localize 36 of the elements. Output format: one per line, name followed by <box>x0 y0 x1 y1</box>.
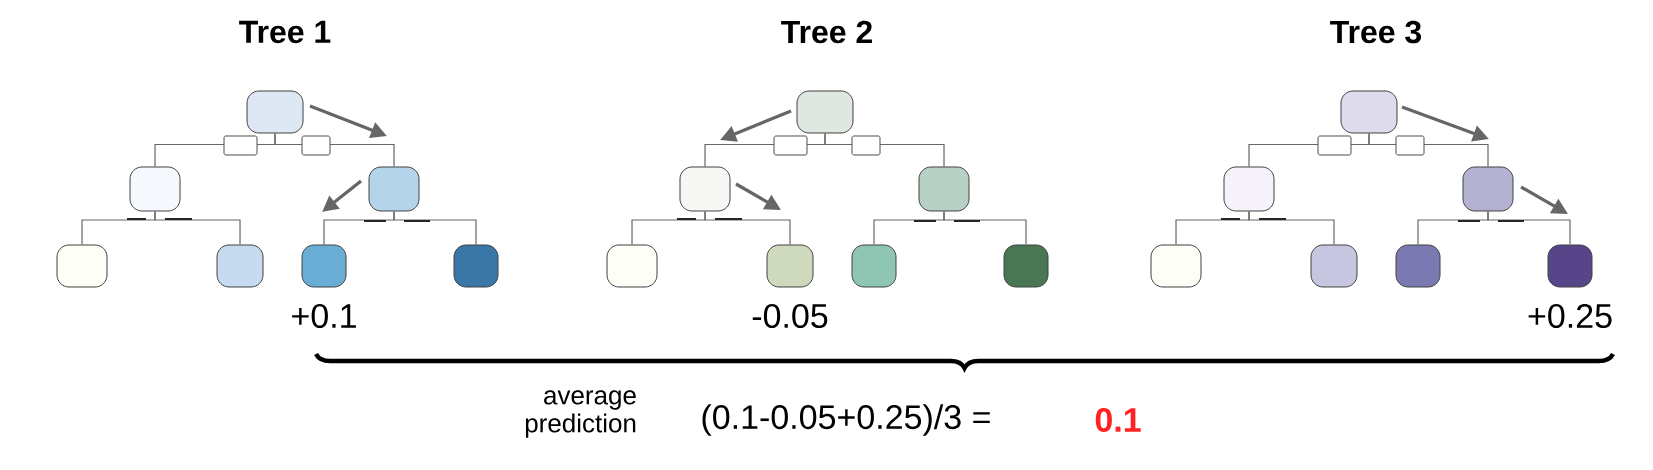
tree-node <box>1310 244 1358 288</box>
tree-node <box>301 244 347 288</box>
tree-node <box>766 244 814 288</box>
tree-connector <box>704 210 791 246</box>
tree-node <box>1395 244 1441 288</box>
leaf-value: -0.05 <box>752 303 828 329</box>
tree-node <box>606 244 658 288</box>
axis-caption: average prediction <box>525 390 636 438</box>
tree-node <box>918 166 970 212</box>
tree-connector <box>1487 210 1571 246</box>
tree-title: Tree 2 <box>781 20 872 44</box>
tree-node <box>1547 244 1593 288</box>
tree-connector <box>393 210 477 246</box>
tree-node <box>246 90 304 134</box>
formula-text: (0.1-0.05+0.25)/3 = <box>702 404 990 436</box>
tree-node <box>1003 244 1049 288</box>
tree-node <box>1462 166 1514 212</box>
tree-node <box>851 244 897 288</box>
tree-node <box>129 166 181 212</box>
tree-node <box>216 244 264 288</box>
tree-node <box>796 90 854 134</box>
result-value: 0.1 <box>1095 407 1141 433</box>
tree-connector <box>943 210 1027 246</box>
leaf-value: +0.25 <box>1528 303 1612 329</box>
tree-node <box>1150 244 1202 288</box>
tree-node <box>368 166 420 212</box>
tree-node <box>453 244 499 288</box>
tree-node <box>56 244 108 288</box>
tree-node <box>1340 90 1398 134</box>
tree-connector <box>154 210 241 246</box>
tree-title: Tree 3 <box>1330 20 1422 44</box>
tree-title: Tree 1 <box>239 20 331 44</box>
tree-connector <box>1248 210 1335 246</box>
leaf-value: +0.1 <box>292 303 356 329</box>
tree-node <box>1223 166 1275 212</box>
tree-node <box>679 166 731 212</box>
